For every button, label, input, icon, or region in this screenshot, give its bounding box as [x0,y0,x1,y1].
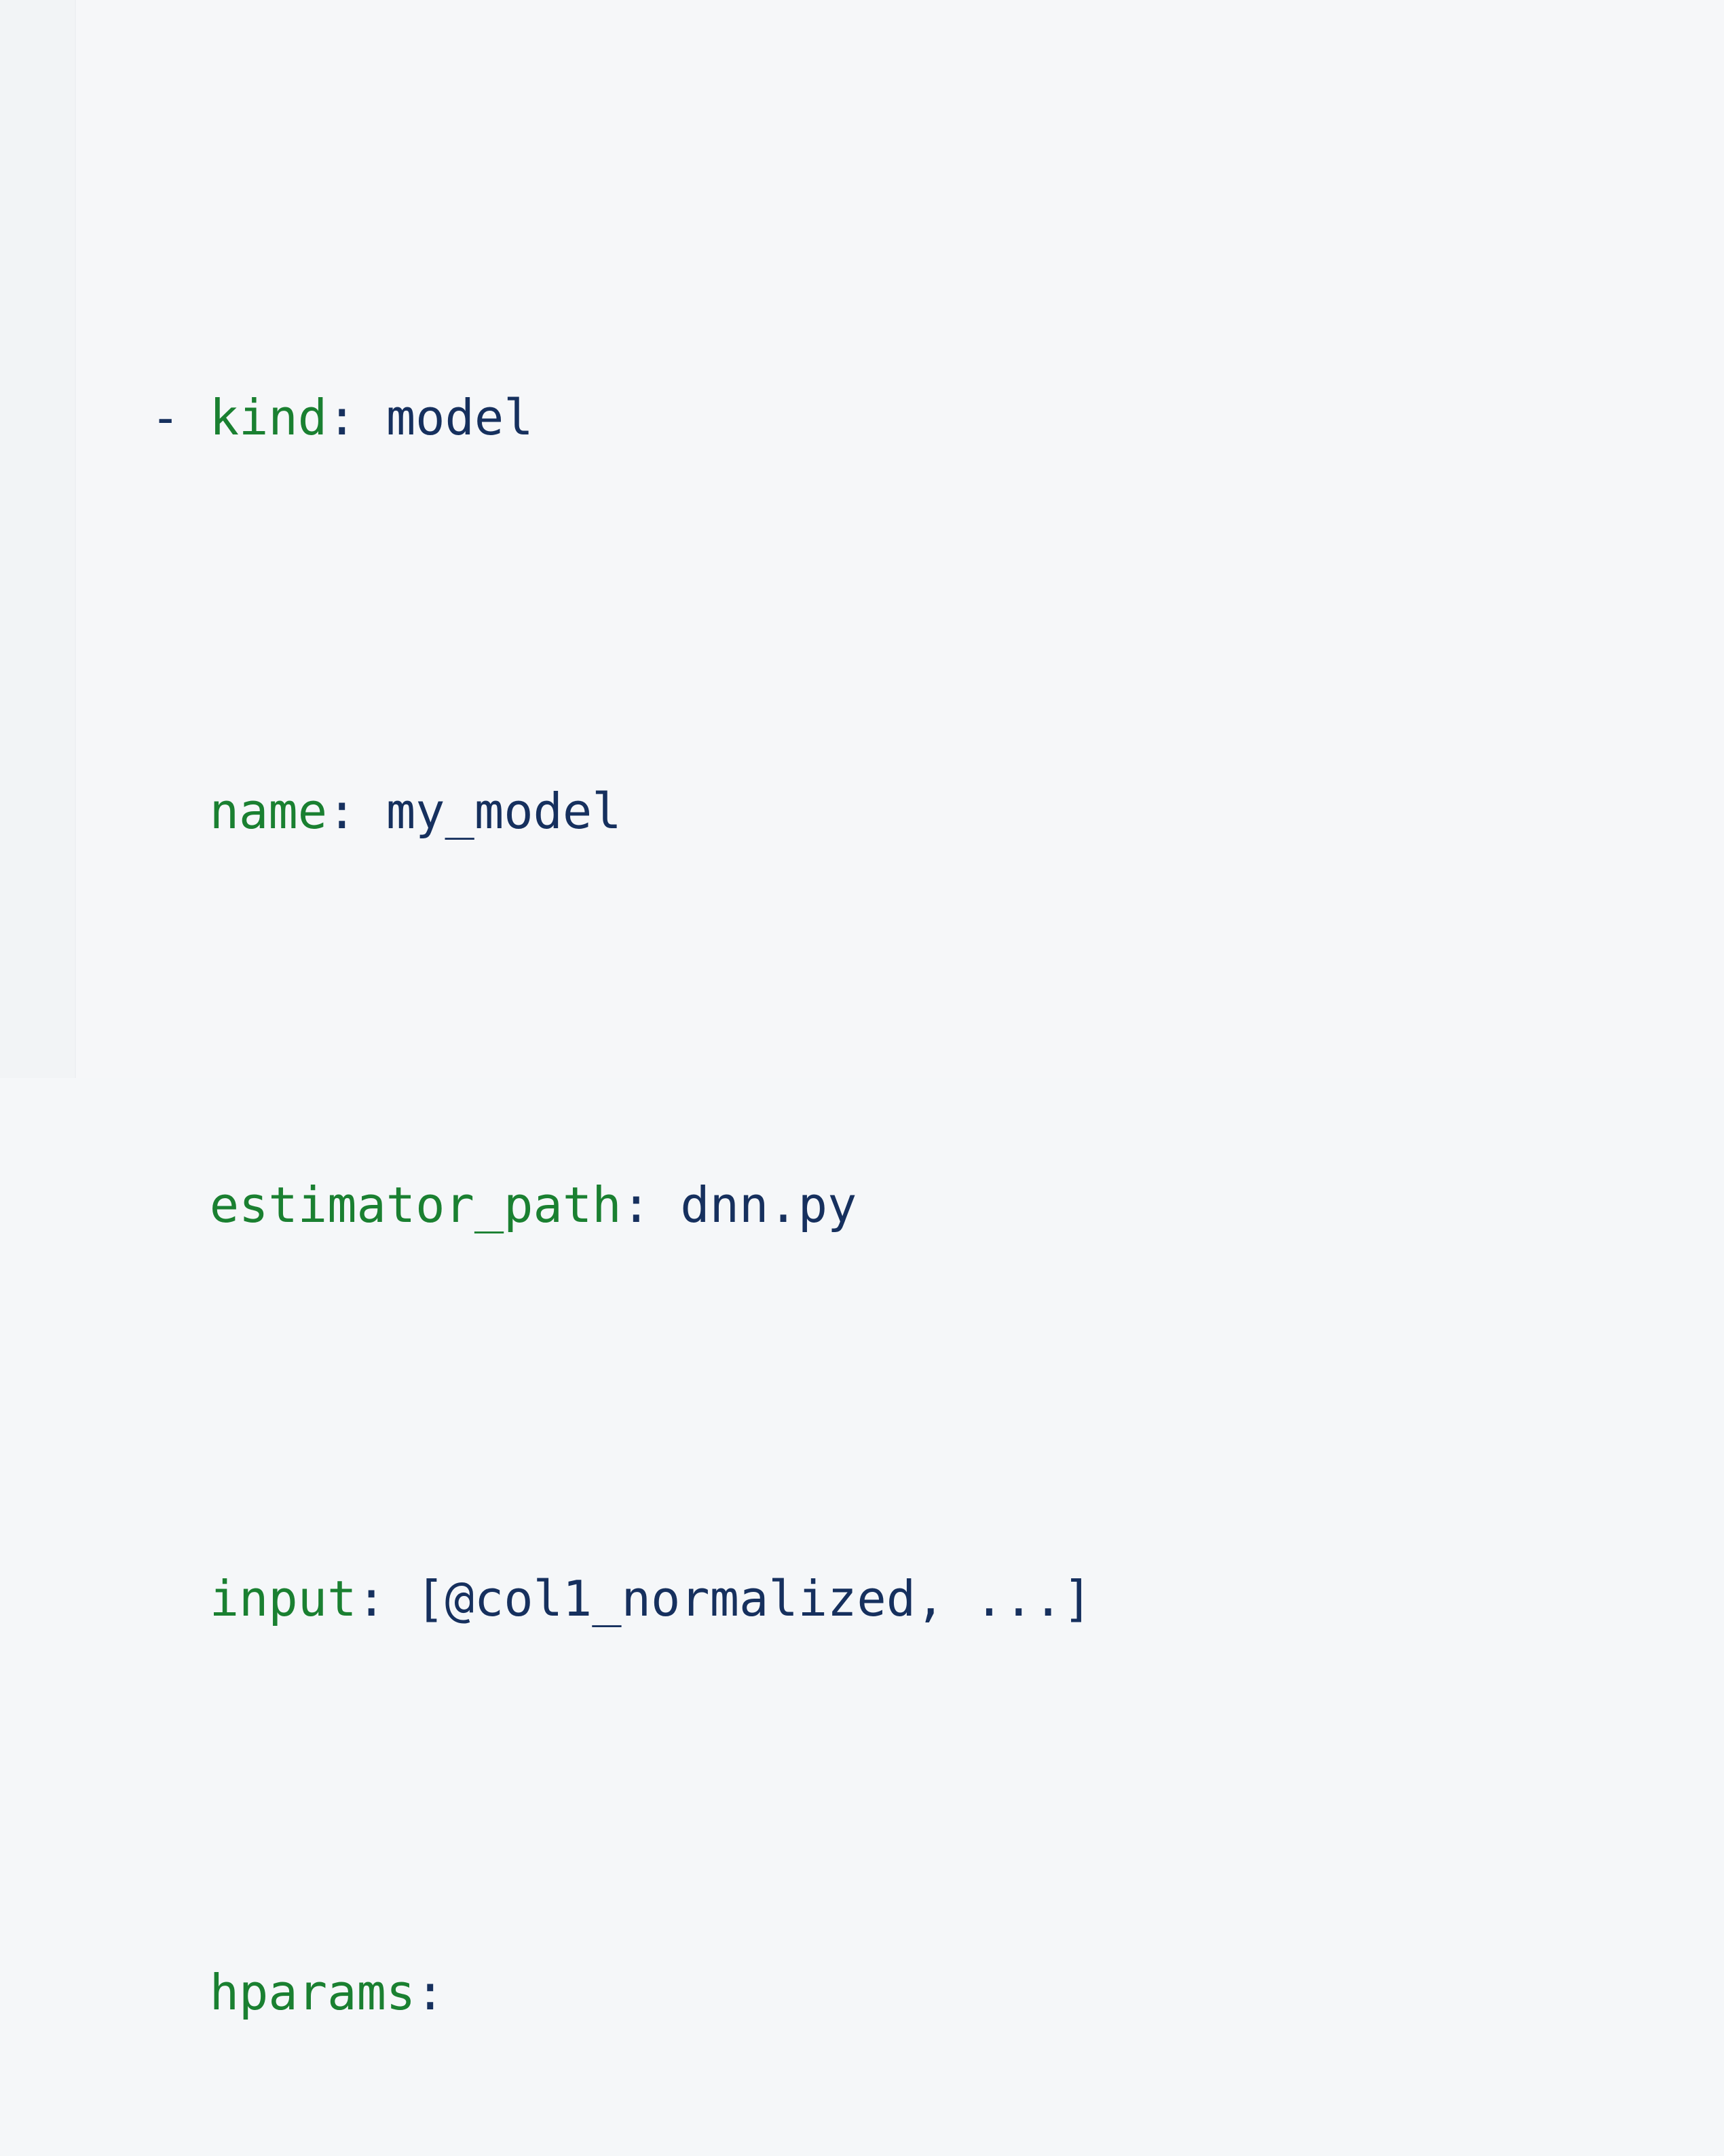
code-line: name: my_model [151,762,1092,861]
value-gap [386,1570,415,1627]
yaml-code-block[interactable]: - kind: model name: my_model estimator_p… [151,73,1092,2156]
yaml-value: model [386,389,533,446]
code-line: - kind: model [151,369,1092,467]
code-surface: - kind: model name: my_model estimator_p… [76,0,1724,2021]
indent-whitespace [151,1176,210,1233]
colon-punct: : [415,1964,445,2021]
list-dash: - [151,389,210,446]
yaml-key: name [209,783,328,840]
colon-punct: : [621,1176,651,1233]
colon-punct: : [356,1570,386,1627]
indent-whitespace [151,783,210,840]
yaml-value: my_model [386,783,622,840]
colon-punct: : [327,389,357,446]
yaml-key: input [209,1570,357,1627]
yaml-key: kind [209,389,328,446]
value-gap [356,389,386,446]
code-line: input: [@col1_normalized, ...] [151,1550,1092,1648]
value-gap [356,783,386,840]
indent-whitespace [151,1570,210,1627]
value-gap [651,1176,680,1233]
code-line: hparams: [151,1944,1092,2042]
indent-whitespace [151,1964,210,2021]
colon-punct: : [327,783,357,840]
yaml-key: hparams [209,1964,416,2021]
code-line: estimator_path: dnn.py [151,1156,1092,1254]
yaml-value: [@col1_normalized, ...] [415,1570,1093,1627]
left-gutter [0,0,76,1078]
yaml-value: dnn.py [680,1176,857,1233]
yaml-key: estimator_path [209,1176,622,1233]
